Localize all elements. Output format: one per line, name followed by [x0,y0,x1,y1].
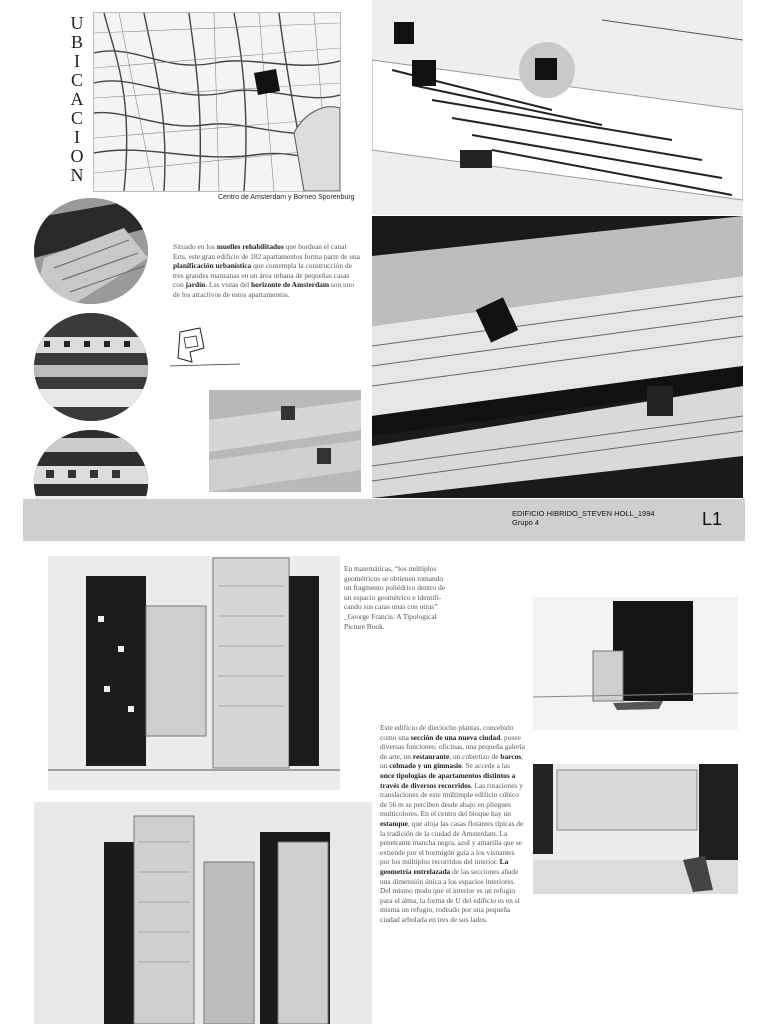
quote-line: geométricos se obtienen tomando [344,573,444,583]
text-segment: . Las rotaciones y translaciones de este… [380,780,523,819]
project-title: EDIFICIO HIBRIDO_STEVEN HOLL_1994 [512,509,655,518]
text-segment: Situado en los [173,242,217,251]
perspective-sketch-2 [533,764,738,894]
text-segment: estanque [380,818,408,828]
text-segment: horizonte de Amsterdam [251,280,330,290]
amsterdam-map [93,12,341,192]
plan-sketch [170,324,240,372]
quote-line: En matemáticas, “los múltiplos [344,564,437,573]
location-title-letter: B [70,32,83,52]
text-segment: , un cobertizo de [449,751,501,761]
text-segment: planificación urbanística [173,261,252,271]
text-segment: barcos [500,751,522,761]
quote-line: cando sus caras unas con otras” [344,602,438,612]
text-segment: , posee diversas funciones: oficinas, un… [380,732,525,761]
location-title-letter: A [70,89,84,109]
text-segment: sección de una nueva ciudad [410,732,501,742]
text-segment: , que aloja las casas flotantes típicas … [380,818,524,867]
location-title-letter: C [70,108,83,128]
text-segment: once tipologías de apartamentos distinto… [380,770,516,790]
location-title-letter: I [74,51,80,71]
building-description: Este edificio de dieciocho plantas, conc… [380,723,526,924]
title-band [23,499,745,541]
location-title-letter: C [70,70,83,90]
perspective-sketch-1 [533,597,738,730]
text-segment: colmado y un gimnasio [389,761,462,771]
text-segment: . Las vistas del [205,280,252,290]
location-title-letter: I [74,127,80,147]
circle-render-1 [34,198,148,304]
group-label: Grupo 4 [512,518,540,527]
text-segment: que bordean el canal Erts, este gran edi… [173,242,360,261]
aerial-render [372,0,743,215]
text-segment: restaurante [412,751,450,761]
elevation-drawing-2 [34,802,372,1024]
location-title-letter: O [70,146,84,166]
quote-line: Picture Book. [344,621,385,631]
text-segment: , un [380,751,524,771]
site-model-photo [209,390,361,492]
sheet-code: L1 [702,509,723,529]
text-segment: jardín [185,280,206,290]
location-title-letter: N [70,165,84,185]
text-segment: de las secciones añade una dimensión úni… [380,866,520,924]
location-title-letter: U [70,13,84,33]
intro-paragraph: Situado en los muelles rehabilitados que… [173,242,361,300]
quote-line: un espacio geométrico e identifi- [344,592,442,602]
text-segment: son uno de los atractivos de estos apart… [173,280,355,299]
text-segment: Este edificio de dieciocho plantas, conc… [380,723,514,742]
text-segment: que contempla la construcción de tres gr… [173,261,352,290]
quote-line: un fragmento poliédrico dentro de [344,583,445,593]
map-caption: Centro de Amsterdam y Borneo Sporenburg [218,194,355,201]
circle-render-2 [34,313,148,421]
quote-line: _George Francis. A Tipological [344,611,437,621]
text-segment: muelles rehabilitados [216,242,284,251]
elevation-drawing-1 [48,556,340,790]
aerial-photo [372,216,743,498]
text-segment: La geometría entrelazada [380,857,509,876]
text-segment: . Se accede a las [461,761,510,771]
